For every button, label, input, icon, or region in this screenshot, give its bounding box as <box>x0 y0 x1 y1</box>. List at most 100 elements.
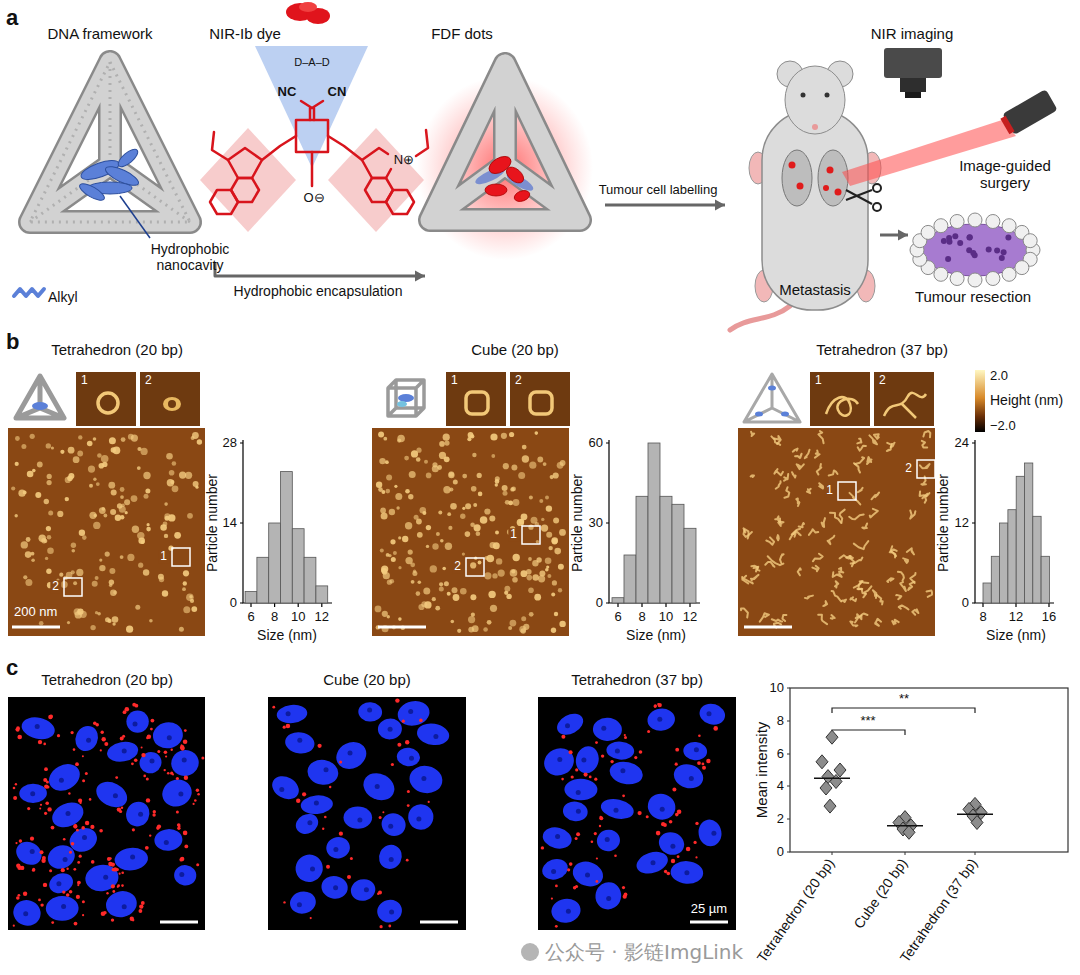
cell-signal <box>344 807 373 829</box>
text-label: c <box>6 656 18 681</box>
cell-signal <box>158 775 196 811</box>
cell-signal <box>675 763 678 766</box>
afm-particle <box>483 627 488 632</box>
afm-particle <box>784 487 789 498</box>
afm-particle <box>121 437 126 442</box>
afm-particle <box>920 464 930 468</box>
text-label: Cube (20 bp) <box>471 342 559 359</box>
afm-particle <box>891 443 895 447</box>
cell-signal <box>286 711 291 716</box>
afm-particle <box>11 432 202 633</box>
afm-particle <box>465 531 471 537</box>
afm-particle <box>143 472 150 479</box>
cell-signal <box>62 890 65 893</box>
afm-particle <box>488 591 495 598</box>
afm-particle <box>95 611 98 614</box>
cell-signal <box>561 778 564 781</box>
afm-particle <box>99 507 106 514</box>
afm-particle <box>511 487 516 492</box>
cell-signal <box>167 772 170 775</box>
afm-particle <box>855 614 868 623</box>
text-label: 12 <box>955 516 969 531</box>
cell-signal <box>407 763 445 796</box>
cell-signal <box>157 750 160 753</box>
afm-particle <box>476 532 481 537</box>
afm-particle <box>439 586 444 591</box>
cell-signal <box>103 888 139 920</box>
cell-signal <box>310 866 315 871</box>
cell-signal <box>347 875 351 879</box>
cell-signal <box>349 877 378 904</box>
data-point <box>826 730 838 744</box>
cell-signal <box>339 832 343 836</box>
afm-particle <box>46 569 51 574</box>
light-beam <box>842 120 1016 186</box>
data-point <box>830 775 842 789</box>
afm-particle <box>162 590 168 596</box>
afm-particle <box>191 436 195 440</box>
afm-particle <box>385 460 389 464</box>
afm-particle <box>470 523 475 528</box>
cell-signal <box>68 792 70 794</box>
cell-signal <box>367 707 372 712</box>
cell-signal <box>183 740 188 745</box>
nir-dye-structure <box>200 2 428 232</box>
category-label: Tetrahedron (20 bp) <box>754 856 837 966</box>
histogram-bar <box>245 443 1049 603</box>
text-label: 2 <box>877 374 888 387</box>
cell-signal <box>69 851 72 854</box>
afm-particle <box>413 570 416 573</box>
afm-particle <box>15 514 18 517</box>
cell-signal <box>388 727 393 732</box>
afm-particle <box>424 460 428 464</box>
afm-particle <box>840 510 845 523</box>
tumour-cell <box>1023 234 1037 248</box>
text-label: a <box>6 6 18 31</box>
cell-signal <box>555 834 560 839</box>
cell-signal <box>121 871 124 874</box>
afm-particle <box>503 463 509 469</box>
cell-signal <box>540 743 579 780</box>
afm-particle <box>127 554 134 561</box>
illustration-node: NIR-Ib dye <box>205 20 420 262</box>
cell-signal <box>670 844 675 849</box>
cell-signal <box>622 794 625 797</box>
cell-signal <box>120 737 124 741</box>
cell-signal <box>541 824 574 851</box>
histogram-bar <box>991 556 999 603</box>
cell-signal <box>300 794 334 815</box>
cell-signal <box>644 790 679 824</box>
afm-particle <box>408 550 413 555</box>
afm-particle <box>552 580 557 585</box>
afm-particle <box>873 590 876 598</box>
afm-image <box>8 428 205 636</box>
text-label: −2.0 <box>990 419 1016 434</box>
dna-framework-illustration <box>30 62 190 222</box>
cell-signal <box>599 816 603 820</box>
scatter-chart <box>814 778 993 826</box>
afm-particle <box>805 596 813 599</box>
cell-signal <box>71 731 74 734</box>
afm-particle <box>126 626 133 633</box>
cell-signal <box>141 901 145 905</box>
cell-signal <box>71 842 75 846</box>
afm-particle <box>462 553 465 556</box>
afm-particle <box>99 463 105 469</box>
cell-signal <box>581 758 586 763</box>
arrowhead <box>415 271 425 282</box>
afm-inset-image <box>466 392 488 414</box>
axis-title: Particle number <box>570 474 585 572</box>
afm-particle <box>537 457 543 463</box>
cell-signal <box>573 886 576 889</box>
afm-particle <box>164 502 168 506</box>
text-label: 1 <box>813 374 824 387</box>
afm-particle <box>872 493 880 500</box>
cell-signal <box>141 753 145 757</box>
afm-inset-image <box>76 372 136 426</box>
structure-icon <box>388 380 424 416</box>
confocal-image <box>690 921 728 924</box>
mouse-illustration <box>812 124 818 130</box>
text-label: O⊖ <box>303 191 324 206</box>
cell-signal <box>115 776 118 779</box>
histogram-bar <box>1008 510 1016 603</box>
